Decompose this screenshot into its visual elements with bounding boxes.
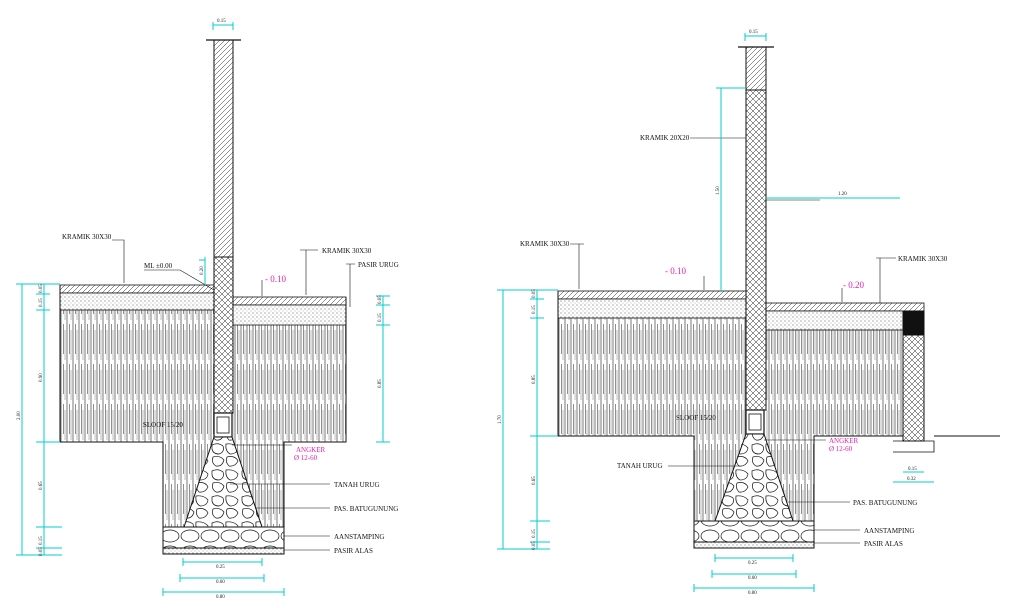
dim-right-a: 0.05 xyxy=(378,295,383,304)
aanstamping-label: AANSTAMPING xyxy=(864,527,914,535)
floor-tile-left xyxy=(59,284,215,294)
aanstamping-label: AANSTAMPING xyxy=(334,533,384,541)
kramik-right-label: KRAMIK 30X30 xyxy=(898,255,948,263)
pasir-alas-label: PASIR ALAS xyxy=(334,547,373,555)
wall-tile-cladding xyxy=(745,89,767,411)
angker-label: ANGKER xyxy=(296,446,325,454)
left-section: 0.15 KRAMIK 30X30 ML ±0.00 KRAMIK 30X30 … xyxy=(16,19,399,600)
sand-fill-right xyxy=(232,304,347,326)
pasir-alas-label: PASIR ALAS xyxy=(864,540,903,548)
sand-base xyxy=(162,547,285,555)
wall-plaster-base xyxy=(213,256,234,414)
edge-block xyxy=(902,310,925,336)
pasir-urug-label: PASIR URUG xyxy=(358,261,399,269)
dim-left-f: 0.05 xyxy=(532,541,537,550)
dim-bottom-2: 0.60 xyxy=(216,580,225,585)
ml-level-label: ML ±0.00 xyxy=(144,262,173,270)
sand-base xyxy=(693,541,815,549)
aanstamping-layer xyxy=(162,526,285,549)
dim-bottom-1: 0.25 xyxy=(216,565,225,570)
dim-left-a: 0.05 xyxy=(532,289,537,298)
brick-wall xyxy=(745,46,767,91)
sand-fill-left xyxy=(557,298,747,319)
soil-fill-left xyxy=(60,310,214,442)
pas-batugunung-label: PAS. BATUGUNUNG xyxy=(334,505,398,513)
sloof-label: SLOOF 15/20 xyxy=(143,421,183,429)
angker-spec-label: Ø 12-60 xyxy=(829,445,853,453)
sand-fill-right xyxy=(765,310,904,331)
kramik-right-label: KRAMIK 30X30 xyxy=(322,247,372,255)
dim-wall-height: 1.50 xyxy=(716,186,721,195)
dim-left-d: 0.65 xyxy=(532,476,537,485)
tanah-urug-label: TANAH URUG xyxy=(617,462,663,470)
dim-bottom-2: 0.60 xyxy=(748,576,757,581)
dimensions-left xyxy=(16,22,390,596)
dim-left-b: 0.15 xyxy=(532,305,537,314)
dim-right-b: 0.15 xyxy=(378,313,383,322)
dim-left-total: 2.00 xyxy=(17,411,22,420)
angker-label: ANGKER xyxy=(829,437,858,445)
dim-wall-width: 1.20 xyxy=(838,192,847,197)
top-dim-label-left: 0.15 xyxy=(217,19,226,24)
sloof-label: SLOOF 15/20 xyxy=(676,414,716,422)
dim-left-f: 0.05 xyxy=(39,547,44,556)
sand-fill-left xyxy=(59,292,215,311)
dim-small-1: 0.15 xyxy=(908,467,917,472)
dim-bottom-1: 0.25 xyxy=(748,561,757,566)
brick-wall xyxy=(213,39,234,258)
floor-tile-right xyxy=(765,302,925,312)
dim-bottom-3: 0.80 xyxy=(748,591,757,596)
dim-left-a: 0.05 xyxy=(39,284,44,293)
dim-left-total: 1.70 xyxy=(498,415,503,424)
level-right-label: - 0.20 xyxy=(843,280,864,290)
dim-left-d: 0.65 xyxy=(39,481,44,490)
dimensions-right xyxy=(497,33,934,592)
dim-bottom-3: 0.80 xyxy=(216,595,225,600)
dim-left-e: 0.15 xyxy=(532,529,537,538)
dim-left-e: 0.15 xyxy=(39,536,44,545)
soil-fill-right xyxy=(233,325,346,442)
kramik-left-label: KRAMIK 30X30 xyxy=(520,240,570,248)
aanstamping-layer xyxy=(693,520,815,543)
floor-tile-left xyxy=(557,290,747,300)
right-section: 0.15 KRAMIK 20X20 1.50 1.20 KRAMIK 30X30… xyxy=(497,30,1000,596)
floor-tile-right xyxy=(232,296,347,306)
dim-left-b: 0.15 xyxy=(39,298,44,307)
soil-fill-left xyxy=(558,318,746,436)
top-dim-label-right: 0.15 xyxy=(749,30,758,35)
dim-left-c: 0.90 xyxy=(39,373,44,382)
edge-wall xyxy=(902,334,925,442)
level-left-label: - 0.10 xyxy=(665,266,686,276)
level-right-label: - 0.10 xyxy=(265,274,286,284)
angker-spec-label: Ø 12-60 xyxy=(294,454,318,462)
pas-batugunung-label: PAS. BATUGUNUNG xyxy=(853,499,917,507)
tanah-urug-label: TANAH URUG xyxy=(334,481,380,489)
dim-wall-small: 0.20 xyxy=(200,266,205,275)
kramik-wall-label: KRAMIK 20X20 xyxy=(640,134,690,142)
dim-small-2: 0.32 xyxy=(907,477,916,482)
dim-left-c: 0.85 xyxy=(532,375,537,384)
kramik-left-label: KRAMIK 30X30 xyxy=(62,233,112,241)
dim-right-c: 0.85 xyxy=(378,379,383,388)
soil-fill-right xyxy=(766,330,903,436)
